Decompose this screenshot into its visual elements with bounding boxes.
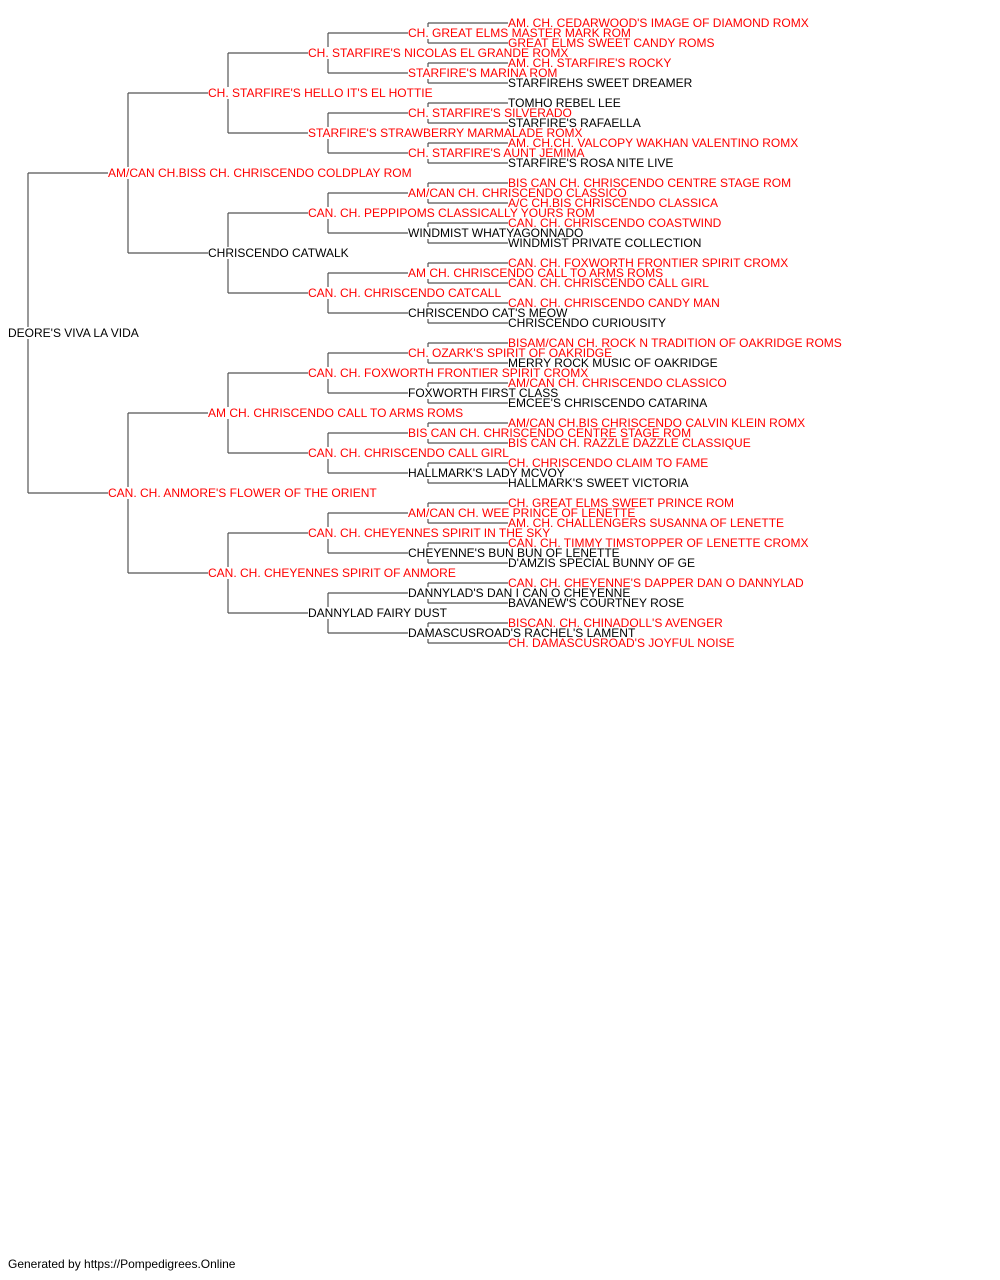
dog-name-dam-dam-sire-sire[interactable]: AM/CAN CH. WEE PRINCE OF LENETTE bbox=[408, 506, 635, 520]
dog-name-dam-dam-dam-sire-sire[interactable]: CAN. CH. CHEYENNE'S DAPPER DAN O DANNYLA… bbox=[508, 576, 804, 590]
dog-name-sire-dam-dam[interactable]: CAN. CH. CHRISCENDO CATCALL bbox=[308, 286, 501, 300]
dog-name-dam-sire-sire-sire[interactable]: CH. OZARK'S SPIRIT OF OAKRIDGE bbox=[408, 346, 612, 360]
dog-name-dam-sire-sire-sire-sire[interactable]: BISAM/CAN CH. ROCK N TRADITION OF OAKRID… bbox=[508, 336, 842, 350]
dog-name-sire-dam-sire[interactable]: CAN. CH. PEPPIPOMS CLASSICALLY YOURS ROM bbox=[308, 206, 595, 220]
dog-name-sire-sire-dam-dam-dam[interactable]: STARFIRE'S ROSA NITE LIVE bbox=[508, 156, 673, 170]
dog-name-sire-sire[interactable]: CH. STARFIRE'S HELLO IT'S EL HOTTIE bbox=[208, 86, 433, 100]
dog-name-sire-sire-dam-sire-dam[interactable]: STARFIRE'S RAFAELLA bbox=[508, 116, 641, 130]
dog-name-sire-sire-sire-sire-dam[interactable]: GREAT ELMS SWEET CANDY ROMS bbox=[508, 36, 714, 50]
dog-name-sire-dam-dam-sire-dam[interactable]: CAN. CH. CHRISCENDO CALL GIRL bbox=[508, 276, 709, 290]
dog-name-dam-dam[interactable]: CAN. CH. CHEYENNES SPIRIT OF ANMORE bbox=[208, 566, 456, 580]
dog-name-dam-sire-dam[interactable]: CAN. CH. CHRISCENDO CALL GIRL bbox=[308, 446, 509, 460]
dog-name-sire-sire-dam-sire[interactable]: CH. STARFIRE'S SILVERADO bbox=[408, 106, 572, 120]
dog-name-sire-dam-sire-dam[interactable]: WINDMIST WHATYAGONNADO bbox=[408, 226, 583, 240]
dog-name-sire-dam-dam-dam-dam[interactable]: CHRISCENDO CURIOUSITY bbox=[508, 316, 666, 330]
dog-name-dam-sire-dam-dam[interactable]: HALLMARK'S LADY MCVOY bbox=[408, 466, 565, 480]
dog-name-sire-dam-dam-dam[interactable]: CHRISCENDO CAT'S MEOW bbox=[408, 306, 568, 320]
dog-name-sire-sire-sire[interactable]: CH. STARFIRE'S NICOLAS EL GRANDE ROMX bbox=[308, 46, 568, 60]
dog-name-dam-dam-sire-sire-sire[interactable]: CH. GREAT ELMS SWEET PRINCE ROM bbox=[508, 496, 734, 510]
dog-name-dam-sire-dam-sire[interactable]: BIS CAN CH. CHRISCENDO CENTRE STAGE ROM bbox=[408, 426, 691, 440]
dog-name-dam-dam-dam-dam-sire[interactable]: BISCAN. CH. CHINADOLL'S AVENGER bbox=[508, 616, 723, 630]
dog-name-dam-dam-dam[interactable]: DANNYLAD FAIRY DUST bbox=[308, 606, 448, 620]
dog-name-dam-dam-sire-dam-sire[interactable]: CAN. CH. TIMMY TIMSTOPPER OF LENETTE CRO… bbox=[508, 536, 808, 550]
dog-name-dam-dam-sire-dam-dam[interactable]: D'AMZIS SPECIAL BUNNY OF GE bbox=[508, 556, 695, 570]
dog-name-dam-sire[interactable]: AM CH. CHRISCENDO CALL TO ARMS ROMS bbox=[208, 406, 463, 420]
dog-name-sire-dam-sire-sire-sire[interactable]: BIS CAN CH. CHRISCENDO CENTRE STAGE ROM bbox=[508, 176, 791, 190]
dog-name-sire-sire-sire-sire[interactable]: CH. GREAT ELMS MASTER MARK ROM bbox=[408, 26, 631, 40]
generated-by-footer[interactable]: Generated by https://Pompedigrees.Online bbox=[8, 1257, 236, 1271]
dog-name-dam-sire-dam-sire-dam[interactable]: BIS CAN CH. RAZZLE DAZZLE CLASSIQUE bbox=[508, 436, 751, 450]
dog-name-dam-sire-sire[interactable]: CAN. CH. FOXWORTH FRONTIER SPIRIT CROMX bbox=[308, 366, 588, 380]
dog-name-dam-dam-sire-sire-dam[interactable]: AM. CH. CHALLENGERS SUSANNA OF LENETTE bbox=[508, 516, 784, 530]
connector-lines bbox=[27, 22, 508, 644]
dog-name-dam-dam-dam-sire[interactable]: DANNYLAD'S DAN I CAN O CHEYENNE bbox=[408, 586, 630, 600]
dog-name-sire-dam-sire-sire-dam[interactable]: A/C CH.BIS CHRISCENDO CLASSICA bbox=[508, 196, 718, 210]
dog-name-sire-sire-dam-dam[interactable]: CH. STARFIRE'S AUNT JEMIMA bbox=[408, 146, 585, 160]
dog-name-dam-sire-sire-dam[interactable]: FOXWORTH FIRST CLASS bbox=[408, 386, 558, 400]
dog-name-sire-dam-dam-sire-sire[interactable]: CAN. CH. FOXWORTH FRONTIER SPIRIT CROMX bbox=[508, 256, 788, 270]
dog-name-sire-dam-sire-dam-dam[interactable]: WINDMIST PRIVATE COLLECTION bbox=[508, 236, 701, 250]
pedigree-names: DEORE'S VIVA LA VIDA AM/CAN CH.BISS CH. C… bbox=[8, 16, 842, 650]
dog-name-dam-sire-dam-dam-sire[interactable]: CH. CHRISCENDO CLAIM TO FAME bbox=[508, 456, 708, 470]
dog-name-sire-dam-sire-dam-sire[interactable]: CAN. CH. CHRISCENDO COASTWIND bbox=[508, 216, 722, 230]
dog-name-dam-sire-sire-dam-dam[interactable]: EMCEE'S CHRISCENDO CATARINA bbox=[508, 396, 707, 410]
dog-name-sire-dam[interactable]: CHRISCENDO CATWALK bbox=[208, 246, 349, 260]
dog-name-sire-sire-sire-dam-dam[interactable]: STARFIREHS SWEET DREAMER bbox=[508, 76, 693, 90]
dog-name-sire-dam-dam-sire[interactable]: AM CH. CHRISCENDO CALL TO ARMS ROMS bbox=[408, 266, 663, 280]
dog-name-sire-dam-dam-dam-sire[interactable]: CAN. CH. CHRISCENDO CANDY MAN bbox=[508, 296, 720, 310]
dog-name-dam-sire-sire-dam-sire[interactable]: AM/CAN CH. CHRISCENDO CLASSICO bbox=[508, 376, 727, 390]
dog-name-dam-dam-sire-dam[interactable]: CHEYENNE'S BUN BUN OF LENETTE bbox=[408, 546, 620, 560]
dog-name-sire-sire-dam-dam-sire[interactable]: AM. CH.CH. VALCOPY WAKHAN VALENTINO ROMX bbox=[508, 136, 798, 150]
dog-name-dam-dam-dam-sire-dam[interactable]: BAVANEW'S COURTNEY ROSE bbox=[508, 596, 684, 610]
dog-name-dam-sire-dam-sire-sire[interactable]: AM/CAN CH.BIS CHRISCENDO CALVIN KLEIN RO… bbox=[508, 416, 805, 430]
dog-name-sire-sire-dam[interactable]: STARFIRE'S STRAWBERRY MARMALADE ROMX bbox=[308, 126, 583, 140]
dog-name-sire-sire-sire-dam-sire[interactable]: AM. CH. STARFIRE'S ROCKY bbox=[508, 56, 671, 70]
dog-name-dam-dam-dam-dam-dam[interactable]: CH. DAMASCUSROAD'S JOYFUL NOISE bbox=[508, 636, 735, 650]
dog-name-dam[interactable]: CAN. CH. ANMORE'S FLOWER OF THE ORIENT bbox=[108, 486, 377, 500]
dog-name-dam-sire-sire-sire-dam[interactable]: MERRY ROCK MUSIC OF OAKRIDGE bbox=[508, 356, 718, 370]
dog-name-sire-sire-dam-sire-sire[interactable]: TOMHO REBEL LEE bbox=[508, 96, 621, 110]
dog-name-sire-sire-sire-sire-sire[interactable]: AM. CH. CEDARWOOD'S IMAGE OF DIAMOND ROM… bbox=[508, 16, 809, 30]
dog-name-sire-sire-sire-dam[interactable]: STARFIRE'S MARINA ROM bbox=[408, 66, 557, 80]
dog-name-dam-dam-sire[interactable]: CAN. CH. CHEYENNES SPIRIT IN THE SKY bbox=[308, 526, 550, 540]
dog-name-sire-dam-sire-sire[interactable]: AM/CAN CH. CHRISCENDO CLASSICO bbox=[408, 186, 627, 200]
dog-name-sire[interactable]: AM/CAN CH.BISS CH. CHRISCENDO COLDPLAY R… bbox=[108, 166, 412, 180]
dog-name-dam-sire-dam-dam-dam[interactable]: HALLMARK'S SWEET VICTORIA bbox=[508, 476, 689, 490]
dog-name-dam-dam-dam-dam[interactable]: DAMASCUSROAD'S RACHEL'S LAMENT bbox=[408, 626, 636, 640]
dog-name-root[interactable]: DEORE'S VIVA LA VIDA bbox=[8, 326, 139, 340]
